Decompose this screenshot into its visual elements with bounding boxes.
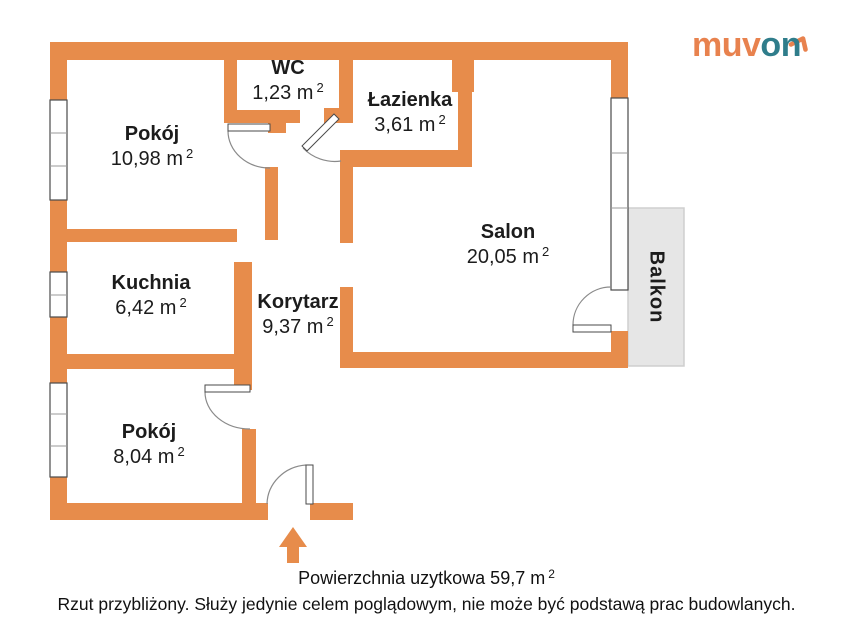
- balcony-label: Balkon: [645, 250, 668, 324]
- wall-lazienka-right-wide: [452, 60, 474, 92]
- room-name: WC: [271, 57, 305, 79]
- wall-wc-lazienka: [339, 60, 353, 123]
- doors: [204, 113, 612, 505]
- disclaimer-line: Rzut przybliżony. Służy jedynie celem po…: [57, 594, 796, 614]
- wall-korytarz-salon-upper: [340, 167, 353, 243]
- superscript: 2: [326, 314, 334, 329]
- superscript: 2: [548, 567, 555, 581]
- door-arc-entrance: [266, 464, 307, 505]
- room-name: Kuchnia: [111, 272, 191, 294]
- wall-right-top: [611, 42, 628, 98]
- wall-lazienka-bottom: [340, 150, 472, 167]
- windows: [49, 97, 629, 478]
- wall-pokoj-wc: [224, 60, 237, 122]
- superscript: 2: [542, 244, 550, 259]
- superscript: 2: [316, 80, 324, 95]
- window-pokoj1: [49, 99, 68, 201]
- interior-walls: [67, 60, 474, 503]
- door-arc-balcony: [572, 286, 612, 326]
- room-name: Pokój: [124, 123, 180, 145]
- balcony-area: [627, 207, 685, 367]
- superscript: 2: [438, 112, 446, 127]
- door-leaf-balcony: [572, 324, 612, 333]
- wall-korytarz-salon-lower: [340, 287, 353, 352]
- superscript: 2: [177, 444, 185, 459]
- door-leaf-pokoj1: [227, 123, 271, 132]
- door-arc-pokoj1: [227, 130, 271, 169]
- door-leaf-entrance: [305, 464, 314, 505]
- superscript: 2: [179, 295, 187, 310]
- wall-bottom-left: [50, 503, 268, 520]
- wall-pokoj2-right-lower: [242, 429, 256, 503]
- room-name: Pokój: [121, 421, 177, 443]
- wall-salon-bottom: [340, 352, 628, 368]
- wall-kuchnia-bottom: [67, 354, 234, 369]
- wall-top: [50, 42, 628, 60]
- door-arc-pokoj2: [204, 391, 251, 430]
- door-leaf-lazienka: [301, 113, 340, 152]
- room-name: Korytarz: [257, 291, 339, 313]
- wall-kuchnia-right: [234, 262, 252, 390]
- wall-bottom-entrance-right: [310, 503, 353, 520]
- wall-pokoj-kuchnia: [67, 229, 237, 242]
- superscript: 2: [186, 146, 194, 161]
- wall-wc-bottom: [224, 110, 300, 123]
- logo-arrow-icon: [788, 36, 808, 52]
- window-salon: [610, 97, 629, 291]
- door-leaf-pokoj2: [204, 384, 251, 393]
- room-name: Łazienka: [367, 89, 453, 111]
- wall-lazienka-right: [458, 92, 472, 167]
- door-arc-lazienka: [302, 147, 342, 163]
- entrance-arrow-icon: [279, 527, 307, 563]
- wall-korytarz-left-upper: [265, 167, 278, 240]
- window-pokoj2: [49, 382, 68, 478]
- logo-text-teal: on: [760, 26, 801, 64]
- muvon-logo: muvon: [692, 28, 801, 62]
- room-name: Salon: [480, 221, 536, 243]
- wall-wc-door-jamb: [268, 120, 286, 133]
- logo-text-orange: muv: [692, 26, 761, 64]
